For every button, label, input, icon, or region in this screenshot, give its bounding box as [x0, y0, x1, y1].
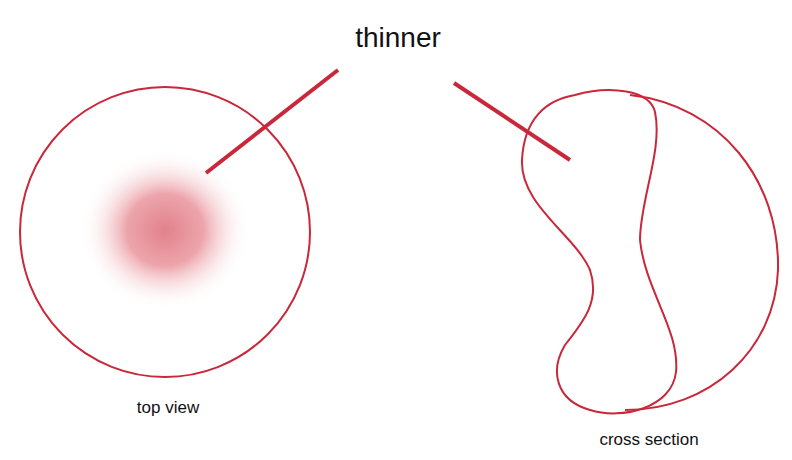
cross-section-outer [625, 95, 778, 410]
view-caption: cross section [597, 430, 700, 450]
view-caption: top view [135, 398, 201, 418]
top-view-outline [20, 87, 310, 377]
thin-region [80, 150, 250, 310]
leader-line [454, 83, 570, 160]
cross-section-inner [522, 90, 676, 413]
callout-label: thinner [353, 22, 443, 54]
leader-line [206, 70, 338, 173]
